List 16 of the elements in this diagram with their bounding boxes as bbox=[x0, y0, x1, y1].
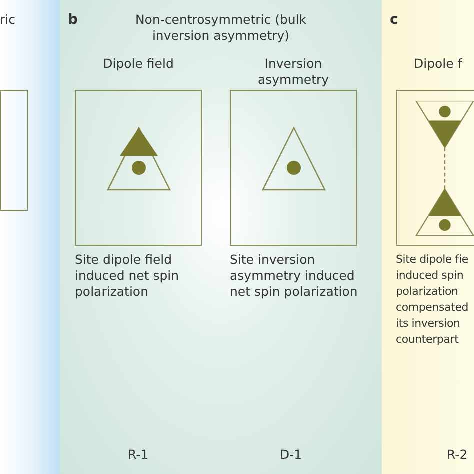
structure-code: D-1 bbox=[280, 447, 302, 463]
panel-title: Non-centrosymmetric (bulk inversion asymmetry) bbox=[134, 12, 308, 44]
panel-letter: b bbox=[68, 12, 78, 28]
caption-text: Site dipole fie induced spin polarization compensated its inversion counterpart bbox=[396, 252, 470, 348]
structure-code: R-1 bbox=[128, 447, 149, 463]
structure-code: R-2 bbox=[447, 447, 468, 463]
column-heading: Inversion asymmetry bbox=[256, 56, 330, 88]
panel-background bbox=[0, 0, 60, 474]
panel-background bbox=[382, 0, 474, 474]
caption-text: Site inversion asymmetry induced net spin polarization bbox=[230, 252, 359, 300]
panel-background bbox=[60, 0, 382, 474]
panel-title: ric bbox=[0, 12, 16, 28]
caption-text: Site dipole field induced net spin polarization bbox=[75, 252, 180, 300]
column-heading: Dipole field bbox=[102, 56, 175, 72]
panel-letter: c bbox=[390, 12, 398, 28]
column-heading: Dipole f bbox=[414, 56, 462, 72]
